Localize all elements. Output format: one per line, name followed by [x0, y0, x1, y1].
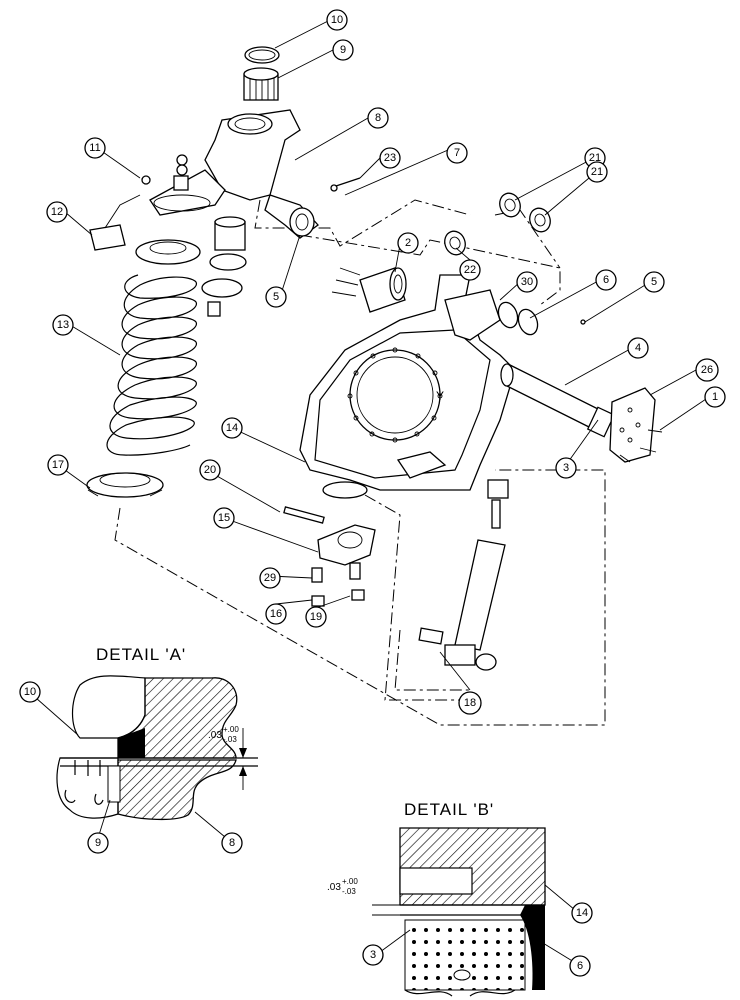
svg-text:13: 13 [57, 319, 69, 331]
callout-10: 10 [326, 9, 348, 31]
svg-text:8: 8 [229, 837, 235, 849]
callout-18: 18 [458, 691, 482, 715]
callout-14: 14 [221, 417, 243, 439]
svg-text:5: 5 [651, 276, 657, 288]
lower-spring-seat-part [86, 472, 164, 498]
callout-26: 26 [695, 358, 719, 382]
svg-text:8: 8 [375, 112, 381, 124]
nut-stack-part [141, 154, 189, 191]
callout-1: 1 [704, 386, 726, 408]
callout-6: 6 [595, 269, 617, 291]
svg-text:15: 15 [218, 512, 230, 524]
svg-text:21: 21 [591, 166, 603, 178]
detail-a-tolerance-minus: -.03 [223, 735, 237, 744]
svg-text:30: 30 [521, 276, 533, 288]
spindle-knuckle-part [149, 109, 319, 239]
svg-text:20: 20 [204, 464, 216, 476]
svg-text:6: 6 [603, 274, 609, 286]
svg-text:4: 4 [635, 342, 641, 354]
callout-19: 19 [305, 606, 327, 628]
svg-text:16: 16 [270, 608, 282, 620]
callout-22: 22 [459, 259, 481, 281]
detail-a: DETAIL 'A' .03 +.00 -.03 10 9 8 [19, 645, 258, 854]
callout-2: 2 [397, 232, 419, 254]
seal-ring-part [244, 46, 280, 64]
callout-leaders [57, 19, 713, 691]
detail-a-title: DETAIL 'A' [96, 645, 186, 664]
detail-a-callout-8: 8 [221, 832, 243, 854]
callout-20: 20 [199, 459, 221, 481]
view-marker: Y [436, 389, 444, 403]
svg-text:5: 5 [273, 291, 279, 303]
clamp-part [283, 506, 376, 607]
callout-7: 7 [446, 142, 468, 164]
svg-text:12: 12 [51, 206, 63, 218]
bearing-part [243, 67, 279, 101]
pivot-pin-part [500, 363, 663, 463]
svg-text:17: 17 [52, 459, 64, 471]
svg-text:11: 11 [89, 142, 100, 154]
detail-a-callout-9: 9 [87, 832, 109, 854]
coil-spring-part [106, 239, 201, 456]
shock-absorber-part [418, 479, 509, 671]
svg-text:10: 10 [24, 686, 36, 698]
svg-text:1: 1 [712, 391, 718, 403]
svg-text:29: 29 [264, 572, 276, 584]
detail-a-tolerance-base: .03 [208, 730, 222, 741]
svg-text:26: 26 [701, 364, 713, 376]
detail-b-tolerance-minus: -.03 [342, 887, 356, 896]
callout-17: 17 [47, 454, 69, 476]
detail-a-tolerance-plus: +.00 [223, 725, 239, 734]
callout-15: 15 [213, 507, 235, 529]
svg-text:18: 18 [464, 697, 476, 709]
callout-13: 13 [52, 314, 74, 336]
detail-b-callout-6: 6 [569, 955, 591, 977]
svg-text:3: 3 [563, 462, 569, 474]
callout-3: 3 [555, 457, 577, 479]
svg-text:14: 14 [576, 907, 588, 919]
axle-bracket-part [299, 274, 516, 499]
callout-11: 11 [84, 137, 106, 159]
svg-text:19: 19 [310, 611, 322, 623]
svg-text:22: 22 [464, 264, 476, 276]
svg-text:3: 3 [370, 949, 376, 961]
detail-a-callout-10: 10 [19, 681, 41, 703]
detail-b-callout-3: 3 [362, 944, 384, 966]
detail-b-title: DETAIL 'B' [404, 800, 494, 819]
callout-9: 9 [332, 39, 354, 61]
callout-8: 8 [367, 107, 389, 129]
callout-30: 30 [516, 271, 538, 293]
svg-text:23: 23 [384, 152, 396, 164]
svg-text:7: 7 [454, 147, 460, 159]
thrust-washers-part [444, 192, 551, 336]
callout-4: 4 [627, 337, 649, 359]
sensor-bracket-part [89, 194, 141, 251]
svg-text:9: 9 [95, 837, 101, 849]
svg-text:9: 9 [340, 44, 346, 56]
callout-23: 23 [379, 147, 401, 169]
callout-21b: 21 [586, 161, 608, 183]
svg-text:6: 6 [577, 960, 583, 972]
svg-text:2: 2 [405, 237, 411, 249]
callout-5-right: 5 [643, 271, 665, 293]
callout-12: 12 [46, 201, 68, 223]
svg-text:14: 14 [226, 422, 238, 434]
svg-text:21: 21 [589, 152, 601, 164]
lower-bearing-part [201, 216, 247, 317]
bushing-part [331, 267, 407, 313]
callout-29: 29 [259, 567, 281, 589]
callout-16: 16 [265, 603, 287, 625]
detail-b-callout-14: 14 [571, 902, 593, 924]
callout-5-left: 5 [265, 286, 287, 308]
svg-text:10: 10 [331, 14, 343, 26]
callouts: 10 9 8 11 23 7 21 21 12 2 22 30 6 5 5 13… [46, 9, 726, 715]
detail-b-tolerance-plus: +.00 [342, 877, 358, 886]
detail-b: DETAIL 'B' .03 +.00 -.03 14 3 6 [327, 800, 593, 997]
detail-b-tolerance-base: .03 [327, 882, 341, 893]
